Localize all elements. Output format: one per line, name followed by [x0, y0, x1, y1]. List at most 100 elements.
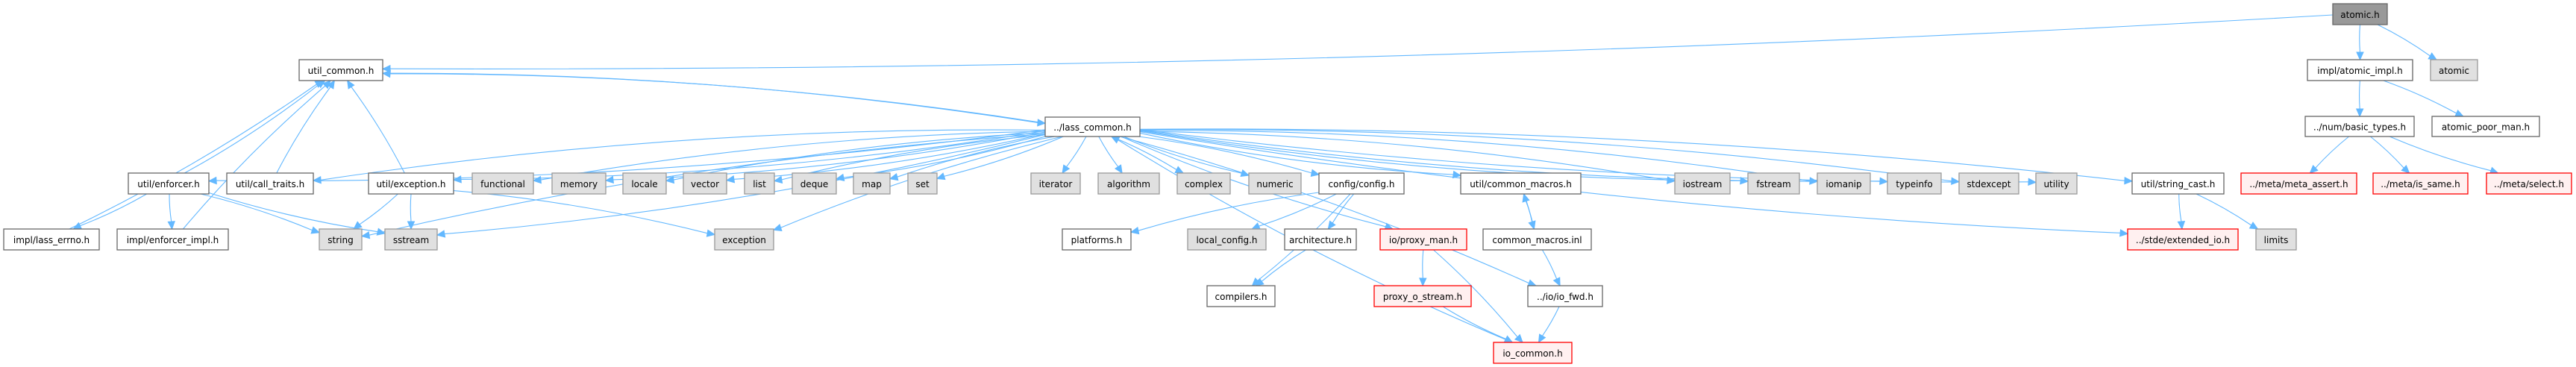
edge-string-cast-to-limits [2196, 193, 2259, 230]
node-exception[interactable]: exception [714, 228, 774, 251]
node-label: list [753, 179, 766, 189]
node-atomic-poor-man[interactable]: atomic_poor_man.h [2431, 116, 2540, 137]
node-numeric[interactable]: numeric [1248, 172, 1302, 195]
node-iomanip[interactable]: iomanip [1817, 172, 1871, 195]
edge-lass-common-to-complex [1111, 136, 1185, 174]
node-memory[interactable]: memory [551, 172, 607, 195]
edge-config-to-local-config [1251, 193, 1337, 230]
node-io-common[interactable]: io_common.h [1493, 342, 1573, 364]
node-limits[interactable]: limits [2255, 228, 2297, 251]
node-iterator[interactable]: iterator [1030, 172, 1081, 195]
arrowhead-icon [436, 230, 446, 238]
arrowhead-icon [1255, 277, 1265, 286]
edge-line [1259, 193, 1337, 227]
node-call-traits[interactable]: util/call_traits.h [226, 172, 314, 195]
node-common-macros-h[interactable]: util/common_macros.h [1460, 172, 1582, 195]
node-proxy-man[interactable]: io/proxy_man.h [1379, 228, 1467, 251]
node-label: architecture.h [1289, 235, 1352, 245]
arrowhead-icon [773, 175, 783, 184]
node-stdexcept[interactable]: stdexcept [1958, 172, 2019, 195]
node-iostream[interactable]: iostream [1674, 172, 1731, 195]
node-extended-io[interactable]: ../stde/extended_io.h [2127, 228, 2239, 251]
arrowhead-icon [1514, 333, 1523, 343]
node-sstream[interactable]: sstream [384, 228, 438, 251]
node-utility[interactable]: utility [2035, 172, 2078, 195]
node-string[interactable]: string [319, 228, 363, 251]
node-atomic-impl[interactable]: impl/atomic_impl.h [2307, 59, 2413, 81]
edge-line [1139, 128, 2125, 181]
node-functional[interactable]: functional [471, 172, 534, 195]
edge-atomic-impl-to-atomic-poor-man [2383, 80, 2465, 117]
node-label: set [915, 179, 930, 189]
arrowhead-icon [1538, 333, 1546, 344]
node-box [1062, 228, 1132, 251]
node-set[interactable]: set [907, 172, 938, 195]
node-lass-common[interactable]: ../lass_common.h [1044, 116, 1141, 137]
node-local-config[interactable]: local_config.h [1187, 228, 1267, 251]
node-box [1176, 172, 1231, 195]
node-lass-errno[interactable]: impl/lass_errno.h [3, 228, 100, 251]
node-architecture[interactable]: architecture.h [1284, 228, 1357, 251]
node-atomic[interactable]: atomic [2430, 59, 2478, 81]
node-label: ../num/basic_types.h [2313, 122, 2406, 133]
node-box [2332, 3, 2388, 25]
node-meta-assert[interactable]: ../meta/meta_assert.h [2240, 172, 2357, 195]
edge-line [781, 134, 1046, 181]
edge-line [1541, 249, 1558, 280]
node-complex[interactable]: complex [1176, 172, 1231, 195]
node-select[interactable]: ../meta/select.h [2486, 172, 2572, 195]
node-atomic-h[interactable]: atomic.h [2332, 3, 2388, 25]
node-io-fwd[interactable]: ../io/io_fwd.h [1527, 285, 1603, 307]
node-is-same[interactable]: ../meta/is_same.h [2372, 172, 2469, 195]
node-box [622, 172, 667, 195]
node-compilers[interactable]: compilers.h [1206, 285, 1276, 307]
edge-lass-common-to-functional [532, 131, 1046, 184]
edge-line [540, 131, 1046, 181]
node-box [2304, 116, 2415, 137]
node-platforms[interactable]: platforms.h [1062, 228, 1132, 251]
edge-line [897, 136, 1055, 178]
edge-line [382, 72, 1038, 124]
arrowhead-icon [889, 173, 899, 181]
node-typeinfo[interactable]: typeinfo [1887, 172, 1942, 195]
node-locale[interactable]: locale [622, 172, 667, 195]
node-string-cast[interactable]: util/string_cast.h [2131, 172, 2225, 195]
node-box [2035, 172, 2078, 195]
edge-line [1542, 306, 1560, 336]
edge-line [1261, 249, 1306, 282]
node-list[interactable]: list [744, 172, 775, 195]
edge-lass-common-to-set [936, 136, 1064, 181]
edge-common-macros-inl-to-io-fwd [1541, 249, 1561, 287]
node-enforcer[interactable]: util/enforcer.h [128, 172, 210, 195]
edge-line [1139, 131, 2121, 233]
node-exception-h[interactable]: util/exception.h [368, 172, 454, 195]
node-map[interactable]: map [853, 172, 891, 195]
node-proxy-o-stream[interactable]: proxy_o_stream.h [1373, 285, 1472, 307]
node-basic-types[interactable]: ../num/basic_types.h [2304, 116, 2415, 137]
edge-enforcer-to-string [200, 193, 321, 234]
edge-proxy-man-to-io-common [1433, 249, 1523, 343]
arrowhead-icon [353, 221, 363, 230]
node-box [471, 172, 534, 195]
node-config[interactable]: config/config.h [1318, 172, 1405, 195]
node-common-macros-inl[interactable]: common_macros.inl [1482, 228, 1592, 251]
node-util-common[interactable]: util_common.h [298, 59, 383, 81]
arrowhead-icon [1110, 136, 1121, 144]
arrowhead-icon [1327, 220, 1336, 230]
node-fstream[interactable]: fstream [1747, 172, 1800, 195]
edge-enforcer-to-enforcer-impl [167, 193, 175, 230]
node-label: util/string_cast.h [2141, 179, 2216, 189]
node-deque[interactable]: deque [792, 172, 837, 195]
node-box [1482, 228, 1592, 251]
node-enforcer-impl[interactable]: impl/enforcer_impl.h [116, 228, 229, 251]
edge-lass-common-to-string-cast [1139, 128, 2134, 185]
node-vector[interactable]: vector [683, 172, 727, 195]
node-box [714, 228, 774, 251]
node-box [1817, 172, 1871, 195]
node-box [116, 228, 229, 251]
arrowhead-icon [1419, 277, 1427, 287]
node-label: io_common.h [1502, 348, 1562, 359]
node-algorithm[interactable]: algorithm [1097, 172, 1160, 195]
edge-lass-common-to-stdexcept [1139, 129, 1961, 186]
